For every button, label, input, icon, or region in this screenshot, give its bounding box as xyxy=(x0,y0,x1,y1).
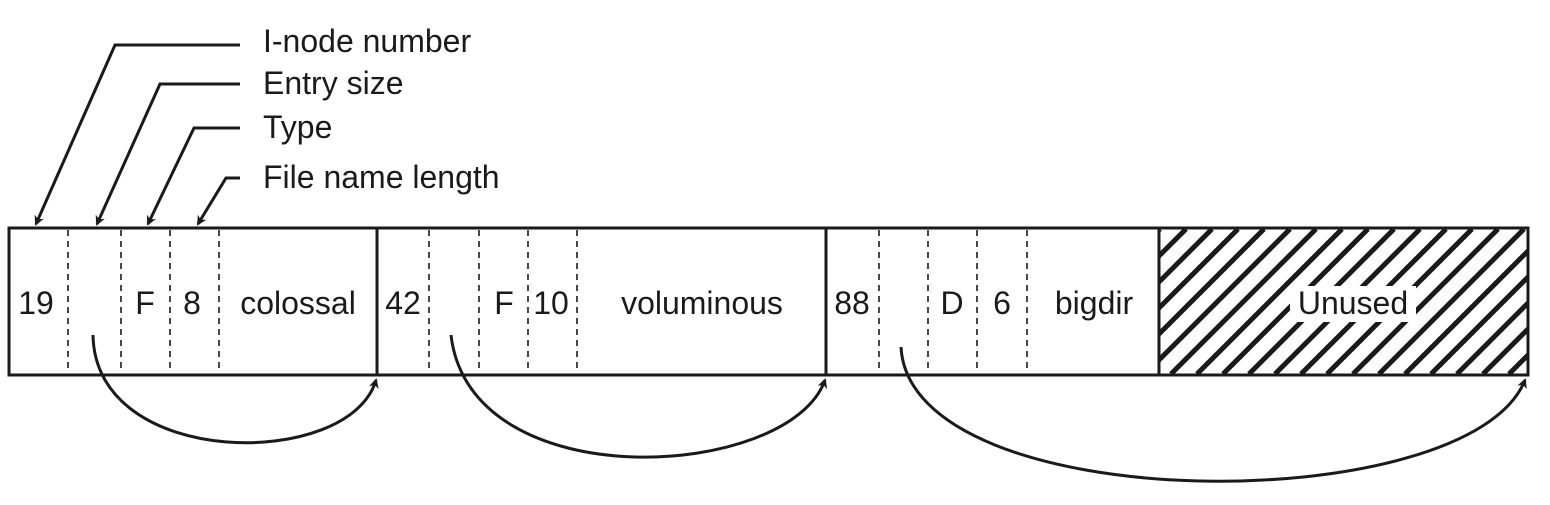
name-length-value: 8 xyxy=(183,285,201,321)
hatch-line xyxy=(1351,229,1500,374)
hatch-line xyxy=(1160,229,1188,259)
unused-label: Unused xyxy=(1298,285,1408,321)
directory-entry: 42 F 10 voluminous xyxy=(385,285,783,321)
type-value: F xyxy=(135,285,155,321)
type-value: D xyxy=(940,285,963,321)
inode-value: 88 xyxy=(834,285,870,321)
inode-number-label: I-node number xyxy=(263,23,471,59)
file-name-length-leader xyxy=(196,176,240,226)
hatch-line xyxy=(1535,229,1550,374)
field-label-group: I-node number Entry size Type File name … xyxy=(34,23,500,226)
file-name-value: colossal xyxy=(240,285,356,321)
hatch-line xyxy=(1160,229,1214,285)
name-length-value: 6 xyxy=(993,285,1011,321)
hatch-line xyxy=(1429,274,1527,374)
directory-block xyxy=(7,226,1530,377)
file-name-value: voluminous xyxy=(621,285,783,321)
hatch-line xyxy=(1481,326,1527,374)
entry-size-pointer-arrow xyxy=(449,334,828,459)
inode-value: 42 xyxy=(385,285,421,321)
file-name-value: bigdir xyxy=(1055,285,1134,321)
hatch-line xyxy=(1160,229,1266,337)
inode-number-leader xyxy=(34,43,240,226)
type-value: F xyxy=(494,285,514,321)
hatch-line xyxy=(1403,248,1527,374)
hatch-line xyxy=(1377,229,1526,374)
directory-entry: 88 D 6 bigdir xyxy=(834,285,1133,321)
type-label: Type xyxy=(263,109,332,145)
name-length-value: 10 xyxy=(533,285,569,321)
entry-size-pointer-arrow xyxy=(91,334,379,445)
entry-size-leader xyxy=(95,82,240,226)
hatch-line xyxy=(1455,300,1527,374)
hatch-line xyxy=(1160,229,1292,363)
hatch-line xyxy=(1160,229,1240,311)
unused-region: Unused xyxy=(1160,229,1550,374)
entry-size-pointer-arrow xyxy=(899,346,1527,483)
type-leader xyxy=(146,126,240,226)
inode-value: 19 xyxy=(18,285,54,321)
directory-entry: 19 F 8 colossal xyxy=(18,285,356,321)
file-name-length-label: File name length xyxy=(263,159,500,195)
hatch-line xyxy=(1195,229,1344,374)
hatch-line xyxy=(1169,229,1318,374)
entry-size-label: Entry size xyxy=(263,65,403,101)
